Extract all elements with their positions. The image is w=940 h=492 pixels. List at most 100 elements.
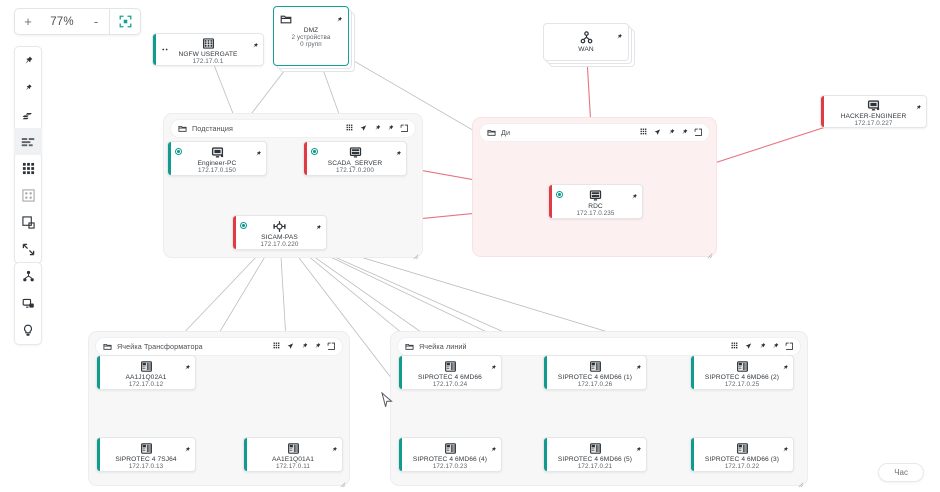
- group-header-tools[interactable]: [731, 342, 794, 351]
- group-tool-pin-alt-button[interactable]: [386, 124, 395, 133]
- group-header-line-cell[interactable]: Ячейка линий: [398, 338, 800, 355]
- device-node-siprotec-6md66-5[interactable]: SIPROTEC 4 6MD66 (5)172.17.0.21: [543, 437, 647, 472]
- stack-card-name: WAN: [578, 46, 594, 53]
- left-toolbar-secondary[interactable]: [14, 262, 42, 345]
- group-tool-grid-button[interactable]: [346, 124, 355, 133]
- stack-card-front[interactable]: WAN: [543, 23, 629, 61]
- status-accent-bar: [691, 438, 694, 471]
- collapse-tool-button[interactable]: [14, 236, 42, 263]
- group-tool-grid-button[interactable]: [640, 128, 649, 137]
- group-resize-handle[interactable]: [706, 246, 713, 259]
- group-tool-expand-button[interactable]: [327, 342, 336, 351]
- group-tool-cursor-button[interactable]: [359, 124, 368, 133]
- group-header-substation[interactable]: Подстанция: [171, 120, 415, 137]
- device-name-label: SCADA_SERVER: [327, 160, 383, 167]
- device-node-siprotec-6md66-1[interactable]: SIPROTEC 4 6MD66 (1)172.17.0.26: [543, 355, 647, 390]
- pin-button[interactable]: [335, 11, 343, 29]
- pin-button[interactable]: [183, 441, 191, 459]
- layers-tool-button[interactable]: [14, 101, 42, 128]
- group-tool-pin-alt-button[interactable]: [771, 342, 780, 351]
- pin-button[interactable]: [251, 37, 259, 55]
- device-node-siprotec-6md66-3[interactable]: SIPROTEC 4 6MD66 (3)172.17.0.22: [690, 437, 794, 472]
- pin-icon: [783, 447, 788, 452]
- group-card-wan[interactable]: WAN: [543, 23, 635, 67]
- group-tool-cursor-button[interactable]: [653, 128, 662, 137]
- group-tool-expand-button[interactable]: [785, 342, 794, 351]
- grid-tool-button[interactable]: [14, 155, 42, 182]
- group-tool-cursor-button[interactable]: [286, 342, 295, 351]
- group-tool-cursor-button[interactable]: [744, 342, 753, 351]
- group-tool-grid-button[interactable]: [731, 342, 740, 351]
- pin-alt-tool-button[interactable]: [14, 74, 42, 101]
- resize-icon: [413, 254, 419, 260]
- group-tool-pin-alt-button[interactable]: [313, 342, 322, 351]
- pin-button[interactable]: [489, 359, 497, 377]
- pin-button[interactable]: [781, 441, 789, 459]
- group-tool-pin-button[interactable]: [300, 342, 309, 351]
- folder-icon-wrap: [280, 12, 292, 30]
- stack-card-name: DMZ: [303, 26, 319, 34]
- zoom-out-button[interactable]: -: [93, 14, 99, 29]
- alert-tool-button[interactable]: [14, 317, 42, 344]
- pin-button[interactable]: [781, 359, 789, 377]
- group-tool-grid-button[interactable]: [273, 342, 282, 351]
- pin-button[interactable]: [615, 28, 623, 46]
- status-accent-bar: [549, 185, 552, 218]
- group-tool-pin-alt-button[interactable]: [680, 128, 689, 137]
- group-header-tools[interactable]: [640, 128, 703, 137]
- layout-tool-button[interactable]: [14, 128, 42, 155]
- pin-button[interactable]: [330, 441, 338, 459]
- pin-button[interactable]: [914, 99, 922, 117]
- device-tool-button[interactable]: [14, 290, 42, 317]
- status-accent-bar: [97, 356, 100, 389]
- device-node-body: SIPROTEC 4 6MD66 (4)172.17.0.23: [399, 438, 501, 471]
- group-resize-handle[interactable]: [797, 475, 804, 488]
- left-toolbar-primary[interactable]: [14, 46, 42, 264]
- device-node-siprotec-6md66-2[interactable]: SIPROTEC 4 6MD66 (2)172.17.0.25: [690, 355, 794, 390]
- group-header-transformer-cell[interactable]: Ячейка Трансформатора: [96, 338, 342, 355]
- group-tool-pin-button[interactable]: [667, 128, 676, 137]
- pin-button[interactable]: [314, 219, 322, 237]
- pin-tool-button[interactable]: [14, 47, 42, 74]
- frame-tool-button[interactable]: [14, 209, 42, 236]
- group-header-tools[interactable]: [346, 124, 409, 133]
- group-header-tools[interactable]: [273, 342, 336, 351]
- pin-button[interactable]: [489, 441, 497, 459]
- pin-button[interactable]: [254, 145, 262, 163]
- time-range-pill[interactable]: Час: [878, 463, 924, 482]
- pin-icon: [185, 447, 190, 452]
- zoom-control[interactable]: + 77% -: [14, 8, 141, 35]
- group-header-di[interactable]: Ди: [480, 124, 709, 141]
- zoom-in-button[interactable]: +: [24, 14, 32, 29]
- pin-button[interactable]: [634, 359, 642, 377]
- group-resize-handle[interactable]: [339, 475, 346, 488]
- pin-button[interactable]: [630, 188, 638, 206]
- group-tool-expand-button[interactable]: [694, 128, 703, 137]
- topology-tool-button[interactable]: [14, 263, 42, 290]
- grid-sparse-tool-button[interactable]: [14, 182, 42, 209]
- grid-icon: [731, 342, 737, 349]
- fit-screen-button[interactable]: [110, 9, 140, 34]
- pin-button[interactable]: [183, 359, 191, 377]
- group-tool-expand-button[interactable]: [400, 124, 409, 133]
- group-tool-pin-button[interactable]: [758, 342, 767, 351]
- device-node-siprotec-6md66-4[interactable]: SIPROTEC 4 6MD66 (4)172.17.0.23: [398, 437, 502, 472]
- pin-button[interactable]: [634, 441, 642, 459]
- pin-button[interactable]: [394, 145, 402, 163]
- group-resize-handle[interactable]: [412, 247, 419, 260]
- group-tool-pin-button[interactable]: [373, 124, 382, 133]
- expand-icon: [785, 342, 793, 351]
